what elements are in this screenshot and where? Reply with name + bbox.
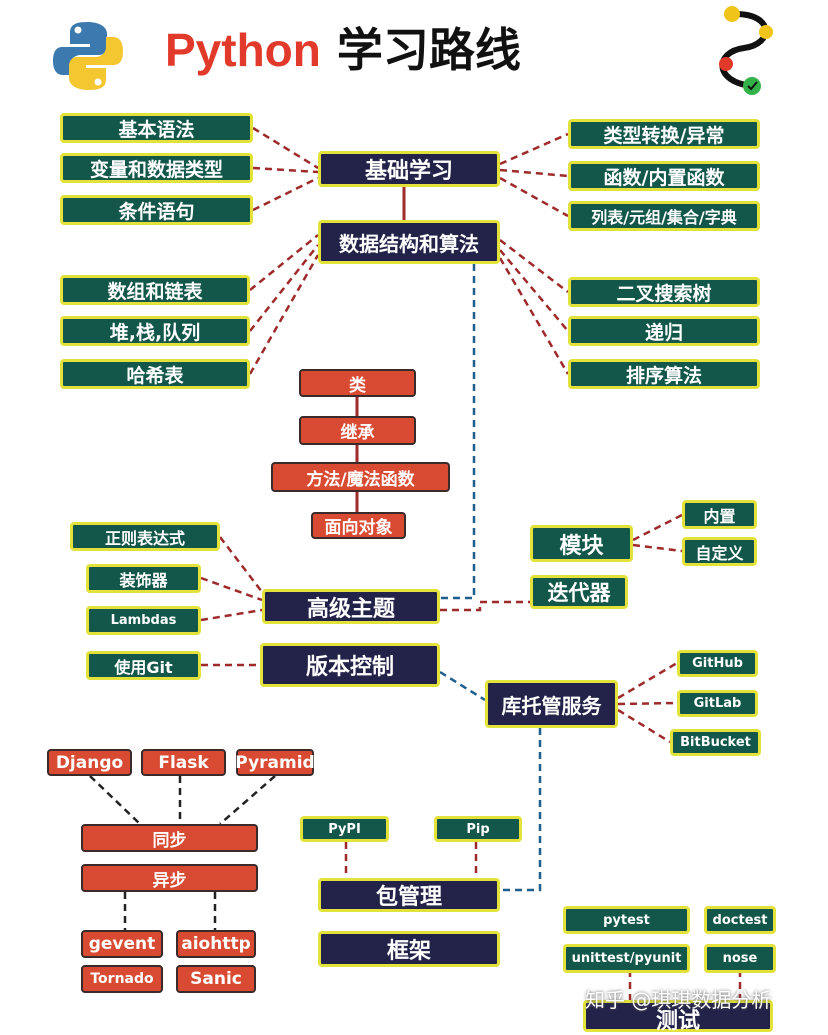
node-iterators: 迭代器 [530, 575, 628, 609]
node-custom: 自定义 [682, 537, 757, 566]
node-bst: 二叉搜索树 [568, 277, 760, 307]
node-inheritance: 继承 [299, 416, 416, 445]
node-pkg-mgmt: 包管理 [318, 878, 500, 912]
node-vcs: 版本控制 [260, 643, 440, 687]
node-tornado: Tornado [81, 965, 163, 993]
node-gevent: gevent [81, 930, 163, 958]
node-methods: 方法/魔法函数 [271, 462, 450, 492]
node-async: 异步 [81, 864, 258, 892]
node-modules: 模块 [530, 525, 633, 562]
node-flask: Flask [141, 749, 226, 776]
node-sorting: 排序算法 [568, 359, 760, 389]
node-doctest: doctest [704, 906, 776, 934]
node-oop: 面向对象 [311, 512, 406, 539]
node-django: Django [47, 749, 132, 776]
node-pypi: PyPI [300, 816, 389, 842]
node-functions: 函数/内置函数 [568, 161, 760, 191]
node-recursion: 递归 [568, 316, 760, 346]
node-gitlab: GitLab [677, 690, 758, 717]
node-class: 类 [299, 369, 416, 397]
roadmap-icon [704, 4, 792, 100]
node-basics: 基础学习 [318, 151, 500, 187]
node-framework: 框架 [318, 931, 500, 967]
node-vars-types: 变量和数据类型 [60, 153, 253, 183]
node-advanced: 高级主题 [262, 589, 440, 624]
node-decorators: 装饰器 [86, 564, 201, 593]
node-github: GitHub [677, 650, 758, 677]
title-python: Python [165, 24, 321, 76]
node-type-conversion: 类型转换/异常 [568, 119, 760, 149]
python-logo-icon [50, 18, 126, 94]
node-collections: 列表/元组/集合/字典 [568, 201, 760, 231]
node-nose: nose [704, 944, 776, 973]
node-testing: 测试 [583, 1000, 773, 1034]
watermark: 知乎 @琪琪数据分析 [585, 988, 772, 1012]
node-pyramid: Pyramid [235, 749, 315, 776]
node-sync: 同步 [81, 824, 258, 852]
node-use-git: 使用Git [86, 651, 201, 680]
node-arrays-lists: 数组和链表 [60, 275, 250, 305]
node-conditionals: 条件语句 [60, 195, 253, 225]
node-builtin: 内置 [682, 500, 757, 529]
node-regex: 正则表达式 [70, 522, 220, 551]
title-rest: 学习路线 [336, 23, 521, 77]
node-bitbucket: BitBucket [670, 729, 761, 756]
node-heap-stack-queue: 堆,栈,队列 [60, 316, 250, 346]
node-ds-algo: 数据结构和算法 [318, 220, 500, 264]
node-pip: Pip [434, 816, 522, 842]
node-hash-table: 哈希表 [60, 359, 250, 389]
node-aiohttp: aiohttp [176, 930, 256, 958]
node-pytest: pytest [563, 906, 690, 934]
node-sanic: Sanic [176, 965, 256, 993]
node-hosting: 库托管服务 [485, 680, 618, 728]
node-unittest: unittest/pyunit [563, 944, 690, 973]
page-title: Python 学习路线 [165, 14, 521, 80]
node-basic-syntax: 基本语法 [60, 113, 253, 143]
node-lambdas: Lambdas [86, 606, 201, 635]
